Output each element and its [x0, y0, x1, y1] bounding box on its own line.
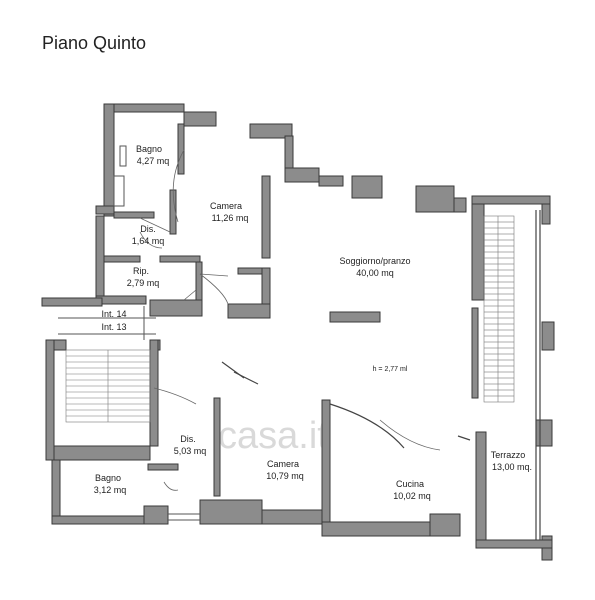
room-name: Soggiorno/pranzo [339, 256, 410, 266]
room-area: 10,79 mq [266, 471, 304, 481]
room-name: Dis. [140, 224, 156, 234]
plan-title: Piano Quinto [42, 33, 147, 53]
right-staircase [483, 210, 541, 546]
room-labels: Bagno 4,27 mq Camera 11,26 mq Dis. 1,64 … [94, 144, 532, 501]
room-area: 3,12 mq [94, 485, 127, 495]
room-area: 11,26 mq [212, 213, 249, 223]
room-area: 40,00 mq [356, 268, 394, 278]
upper-left-walls [95, 103, 320, 319]
room-area: 10,02 mq [393, 491, 431, 501]
room-area: 1,64 mq [132, 236, 165, 246]
upper-left-doors [139, 149, 229, 305]
room-area: 13,00 mq. [492, 462, 532, 472]
room-name: Rip. [133, 266, 149, 276]
room-name: Bagno [95, 473, 121, 483]
landing-label: Int. 13 [101, 322, 126, 332]
room-name: Camera [267, 459, 299, 469]
room-area: 4,27 mq [137, 156, 170, 166]
room-name: Cucina [396, 479, 424, 489]
watermark: casa.it [218, 415, 328, 457]
room-area: 2,79 mq [127, 278, 160, 288]
room-name: Bagno [136, 144, 162, 154]
room-name: Dis. [180, 434, 196, 444]
living-walls [318, 175, 555, 561]
ceiling-height: h = 2,77 ml [373, 366, 408, 373]
left-stair-block [41, 297, 161, 461]
lower-walls [51, 361, 553, 549]
landing-label: Int. 14 [101, 309, 126, 319]
room-name: Camera [210, 201, 242, 211]
room-name: Terrazzo [491, 450, 526, 460]
room-area: 5,03 mq [174, 446, 207, 456]
